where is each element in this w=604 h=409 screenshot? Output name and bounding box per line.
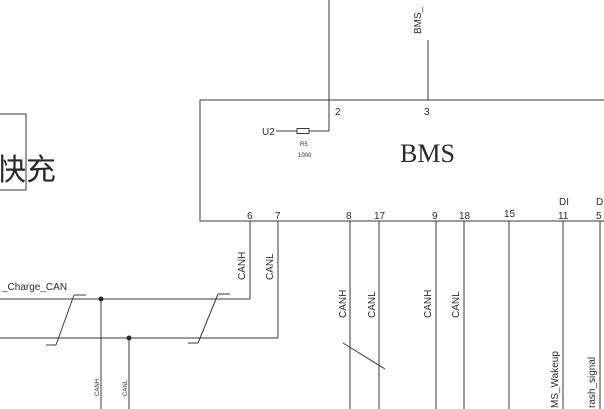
junction-dot-canh <box>98 296 104 302</box>
net-flash-signal: rash_signal <box>587 357 598 408</box>
junction-dot-canl <box>126 335 132 341</box>
twist-marker-mid <box>342 342 386 370</box>
net-canl-pin17: CANL <box>367 291 378 318</box>
pin-2-number: 2 <box>335 107 341 118</box>
fast-charge-module-box <box>0 113 27 191</box>
pin-15-number: 15 <box>504 209 516 220</box>
net-ms-wakeup: MS_Wakeup <box>550 351 561 408</box>
pin-7-number: 7 <box>275 211 281 222</box>
net-charge-can: _Charge_CAN <box>1 282 67 293</box>
net-top-bms: BMS_ <box>413 6 424 34</box>
net-canl-bottom: CANL <box>123 379 129 396</box>
net-canl-pin18: CANL <box>451 291 462 318</box>
pin-di-label-2: D <box>596 197 603 208</box>
bms-module-label: BMS <box>400 139 455 168</box>
pin-17-number: 17 <box>374 211 386 222</box>
net-canh-pin6: CANH <box>237 252 248 280</box>
pin-di-label-1: DI <box>559 197 569 208</box>
pin-11-number: 11 <box>558 211 569 222</box>
net-canh-pin9: CANH <box>423 290 434 318</box>
u2-label: U2 <box>262 127 275 138</box>
net-canh-bottom: CANH <box>95 379 101 396</box>
r5-label: R5 <box>300 142 308 148</box>
r5-resistor <box>296 128 310 134</box>
twist-marker-right <box>197 293 219 344</box>
pin-5-number: 5 <box>596 211 602 222</box>
net-canl-pin7: CANL <box>265 253 276 280</box>
pin-8-number: 8 <box>346 211 352 222</box>
bms-module-box <box>199 99 604 222</box>
fast-charge-label: 快充 <box>0 153 56 188</box>
pin-3-number: 3 <box>424 107 430 118</box>
pin-9-number: 9 <box>432 211 438 222</box>
net-canh-pin8: CANH <box>338 290 349 318</box>
r5-value: 1000 <box>298 153 312 159</box>
pin-18-number: 18 <box>459 211 471 222</box>
pin-6-number: 6 <box>247 211 253 222</box>
twist-marker-left <box>55 294 75 346</box>
